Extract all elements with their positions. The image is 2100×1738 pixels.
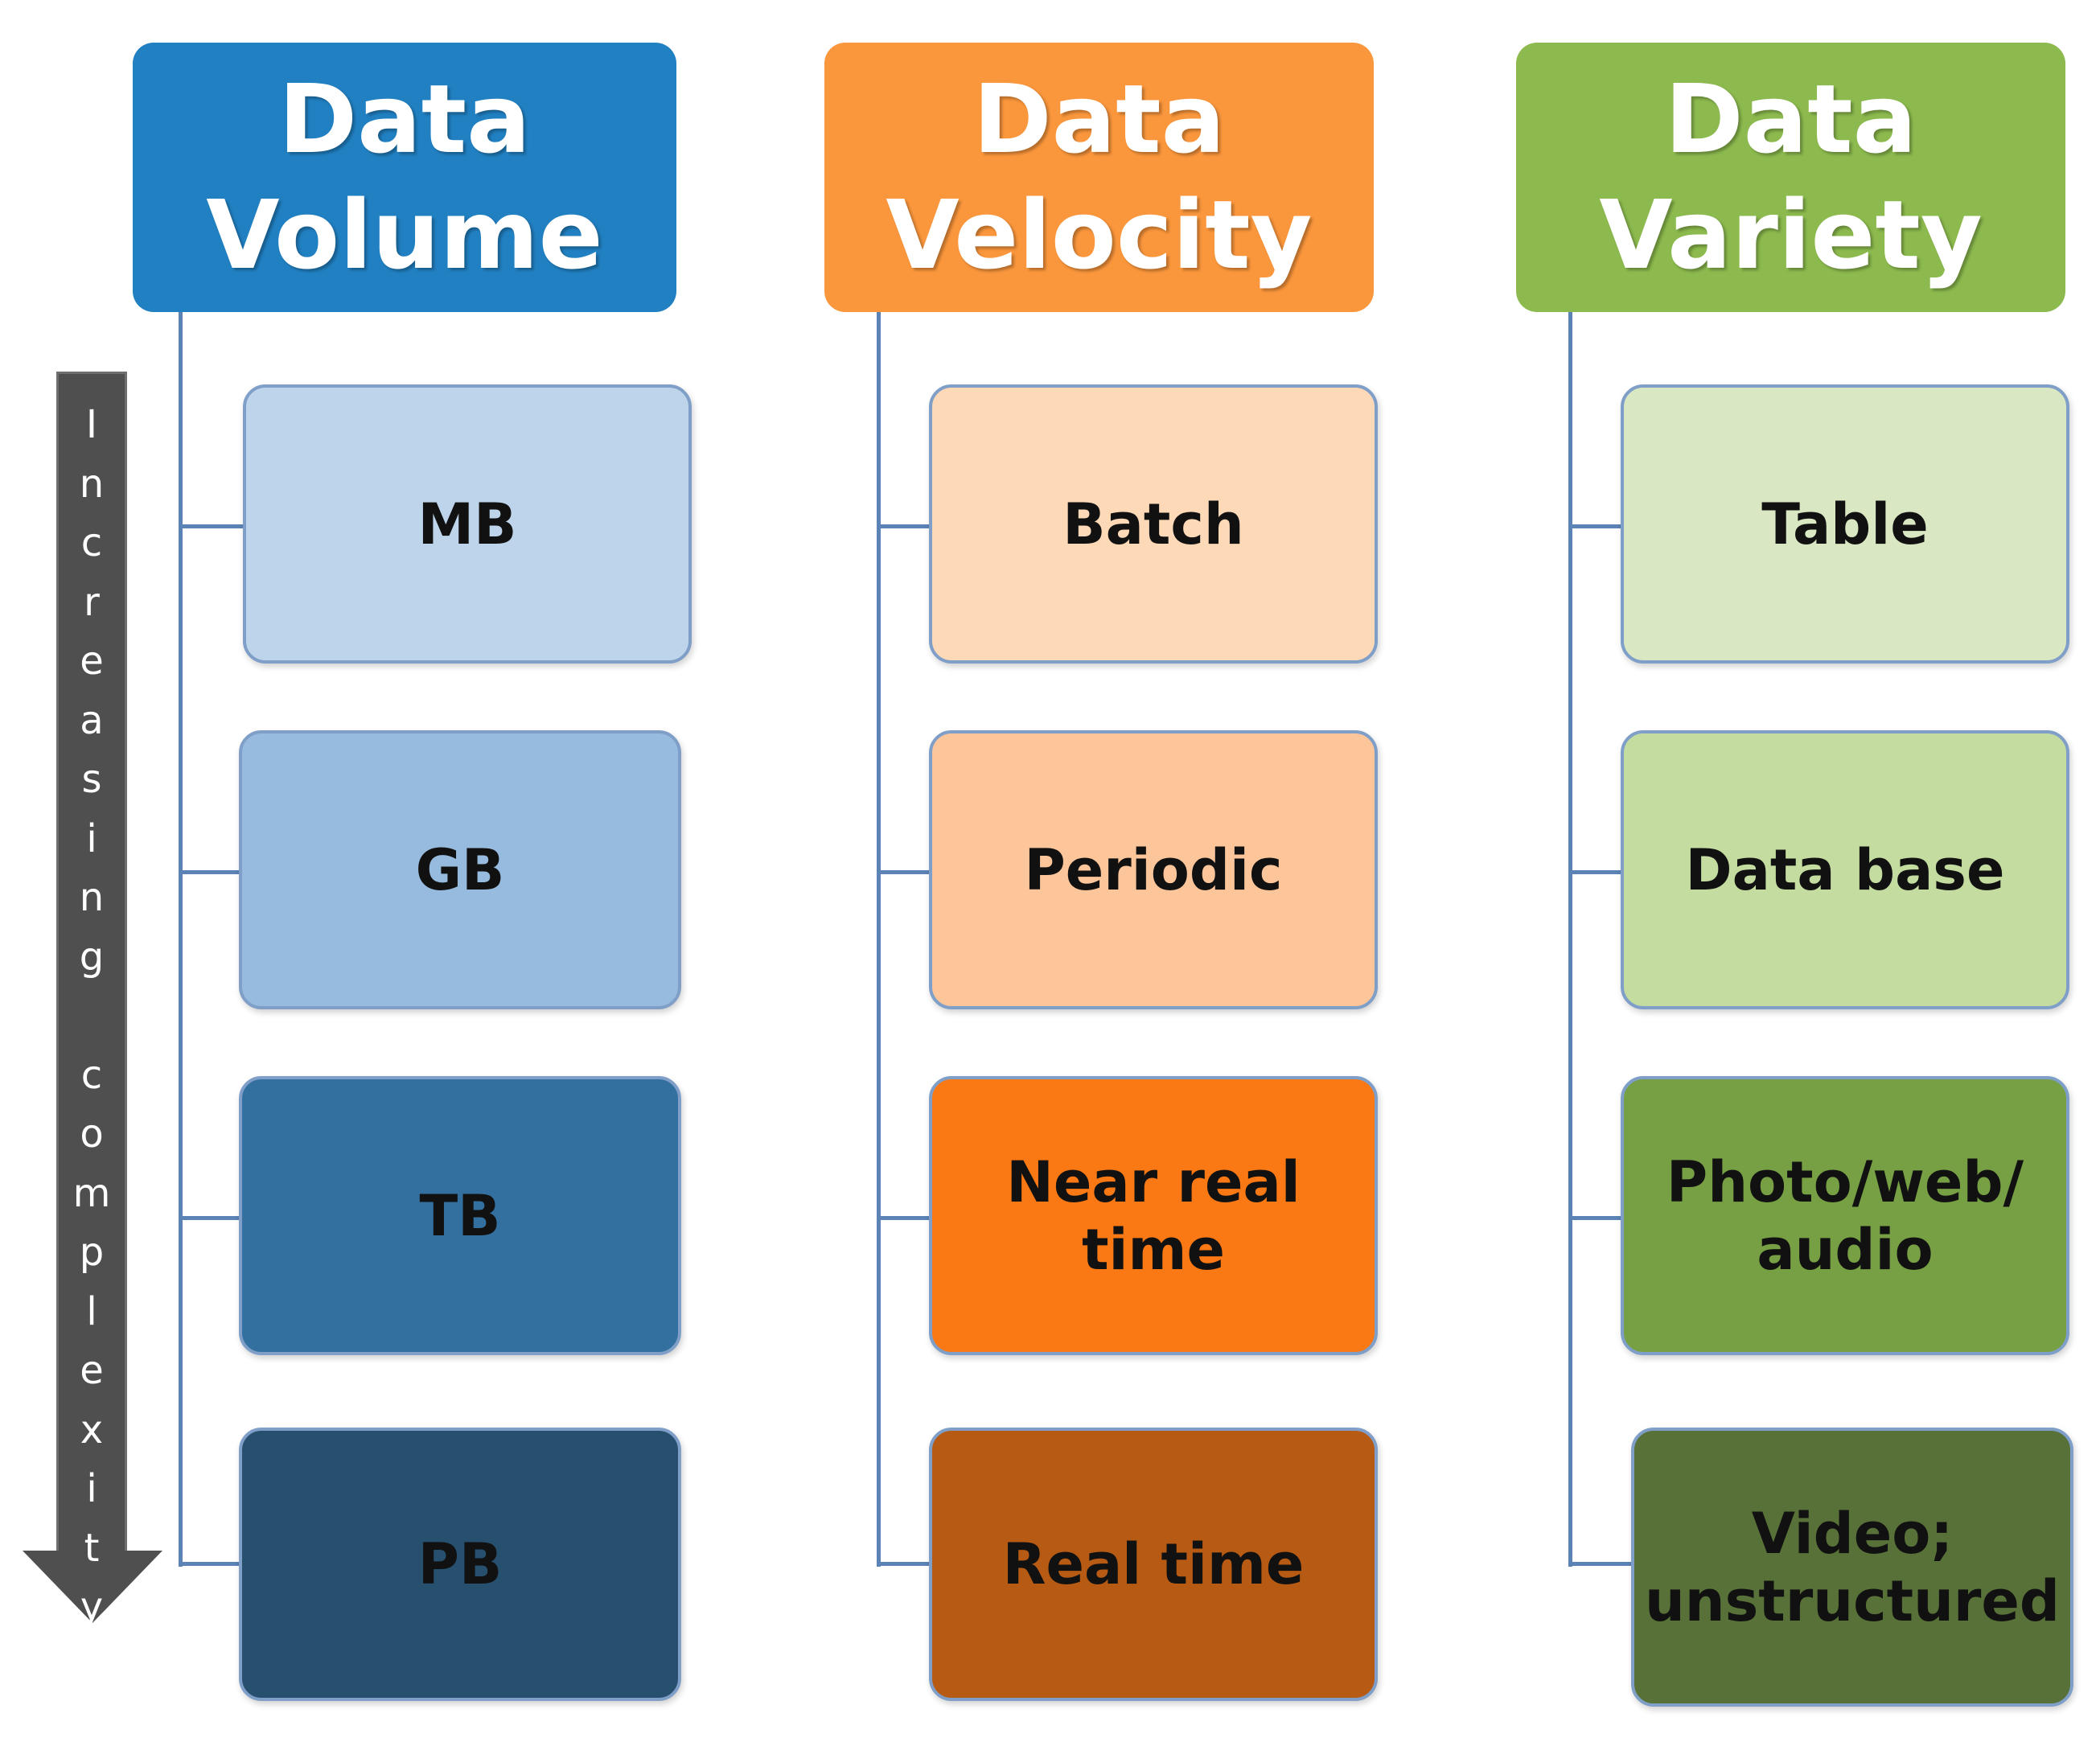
velocity-item-periodic-label: Periodic (1024, 836, 1283, 903)
data-volume-header-line-2: Volume (206, 179, 603, 290)
velocity-item-near-real-time-label: Near real time (1006, 1148, 1301, 1283)
variety-item-video-unstructured: Video; unstructured (1631, 1428, 2073, 1707)
complexity-arrow-letter: m (72, 1170, 111, 1216)
complexity-arrow-letter: a (80, 697, 104, 743)
variety-connector-trunk (1568, 312, 1572, 1567)
velocity-item-periodic: Periodic (929, 730, 1378, 1009)
velocity-item-near-real-time: Near real time (929, 1076, 1378, 1355)
velocity-connector-near-real-time (877, 1216, 933, 1220)
variety-item-photo-web-audio: Photo/web/ audio (1621, 1076, 2069, 1355)
variety-item-data-base: Data base (1621, 730, 2069, 1009)
data-variety-header: Data Variety (1516, 43, 2065, 312)
volume-item-gb: GB (239, 730, 681, 1009)
data-variety-header-line-2: Variety (1599, 179, 1983, 290)
complexity-arrow-letter: g (79, 934, 105, 980)
volume-connector-pb (179, 1562, 243, 1566)
complexity-arrow-letter: t (84, 1525, 100, 1571)
volume-connector-gb (179, 870, 243, 874)
volume-connector-trunk (179, 312, 183, 1567)
variety-connector-photo-web-audio (1568, 1216, 1625, 1220)
data-velocity-header: Data Velocity (824, 43, 1374, 312)
complexity-arrow-letter: e (80, 1348, 104, 1393)
variety-item-photo-web-audio-label: Photo/web/ audio (1666, 1148, 2024, 1283)
complexity-arrow-letter: r (84, 579, 100, 625)
variety-connector-table (1568, 524, 1625, 528)
complexity-arrow-letter: p (79, 1230, 105, 1275)
complexity-arrow-letter: c (80, 1052, 103, 1098)
complexity-arrow-letter: x (80, 1407, 104, 1452)
complexity-arrow-letter: y (80, 1584, 104, 1629)
velocity-connector-periodic (877, 870, 933, 874)
complexity-arrow-letter: o (80, 1111, 104, 1157)
variety-connector-data-base (1568, 870, 1625, 874)
velocity-item-real-time: Real time (929, 1428, 1378, 1701)
complexity-arrow-letter: e (80, 639, 104, 684)
complexity-arrow-letter: I (85, 402, 98, 447)
complexity-arrow-letter: i (86, 1466, 97, 1511)
volume-item-gb-label: GB (415, 836, 505, 903)
volume-item-pb: PB (239, 1428, 681, 1701)
complexity-arrow-letter (85, 987, 97, 1046)
volume-connector-tb (179, 1216, 243, 1220)
velocity-connector-real-time (877, 1562, 933, 1566)
data-volume-header-line-1: Data (278, 63, 531, 175)
complexity-arrow-letter: c (80, 520, 103, 565)
volume-item-tb-label: TB (419, 1182, 501, 1249)
complexity-arrow-shaft (56, 372, 127, 1554)
volume-item-tb: TB (239, 1076, 681, 1355)
complexity-arrow-letter: l (86, 1288, 97, 1334)
velocity-item-batch-label: Batch (1062, 491, 1244, 557)
variety-item-video-unstructured-label: Video; unstructured (1644, 1500, 2061, 1634)
velocity-connector-batch (877, 524, 933, 528)
volume-connector-mb (179, 524, 247, 528)
complexity-arrow-letter: n (79, 875, 105, 920)
velocity-item-real-time-label: Real time (1002, 1531, 1305, 1597)
variety-item-table: Table (1621, 384, 2069, 664)
data-volume-header: Data Volume (133, 43, 676, 312)
variety-item-table-label: Table (1761, 491, 1929, 557)
variety-item-data-base-label: Data base (1685, 836, 2005, 903)
volume-item-mb-label: MB (417, 491, 517, 557)
complexity-arrow-letter: n (79, 461, 105, 507)
data-variety-header-line-1: Data (1664, 63, 1917, 175)
data-velocity-header-line-1: Data (972, 63, 1226, 175)
volume-item-pb-label: PB (417, 1531, 503, 1597)
data-velocity-header-line-2: Velocity (886, 179, 1313, 290)
complexity-arrow-head-icon (23, 1551, 162, 1623)
variety-connector-video-unstructured (1568, 1562, 1633, 1566)
complexity-arrow-letter: s (81, 757, 102, 802)
volume-item-mb: MB (243, 384, 692, 664)
complexity-arrow-letter: i (86, 816, 97, 861)
velocity-item-batch: Batch (929, 384, 1378, 664)
velocity-connector-trunk (877, 312, 881, 1567)
